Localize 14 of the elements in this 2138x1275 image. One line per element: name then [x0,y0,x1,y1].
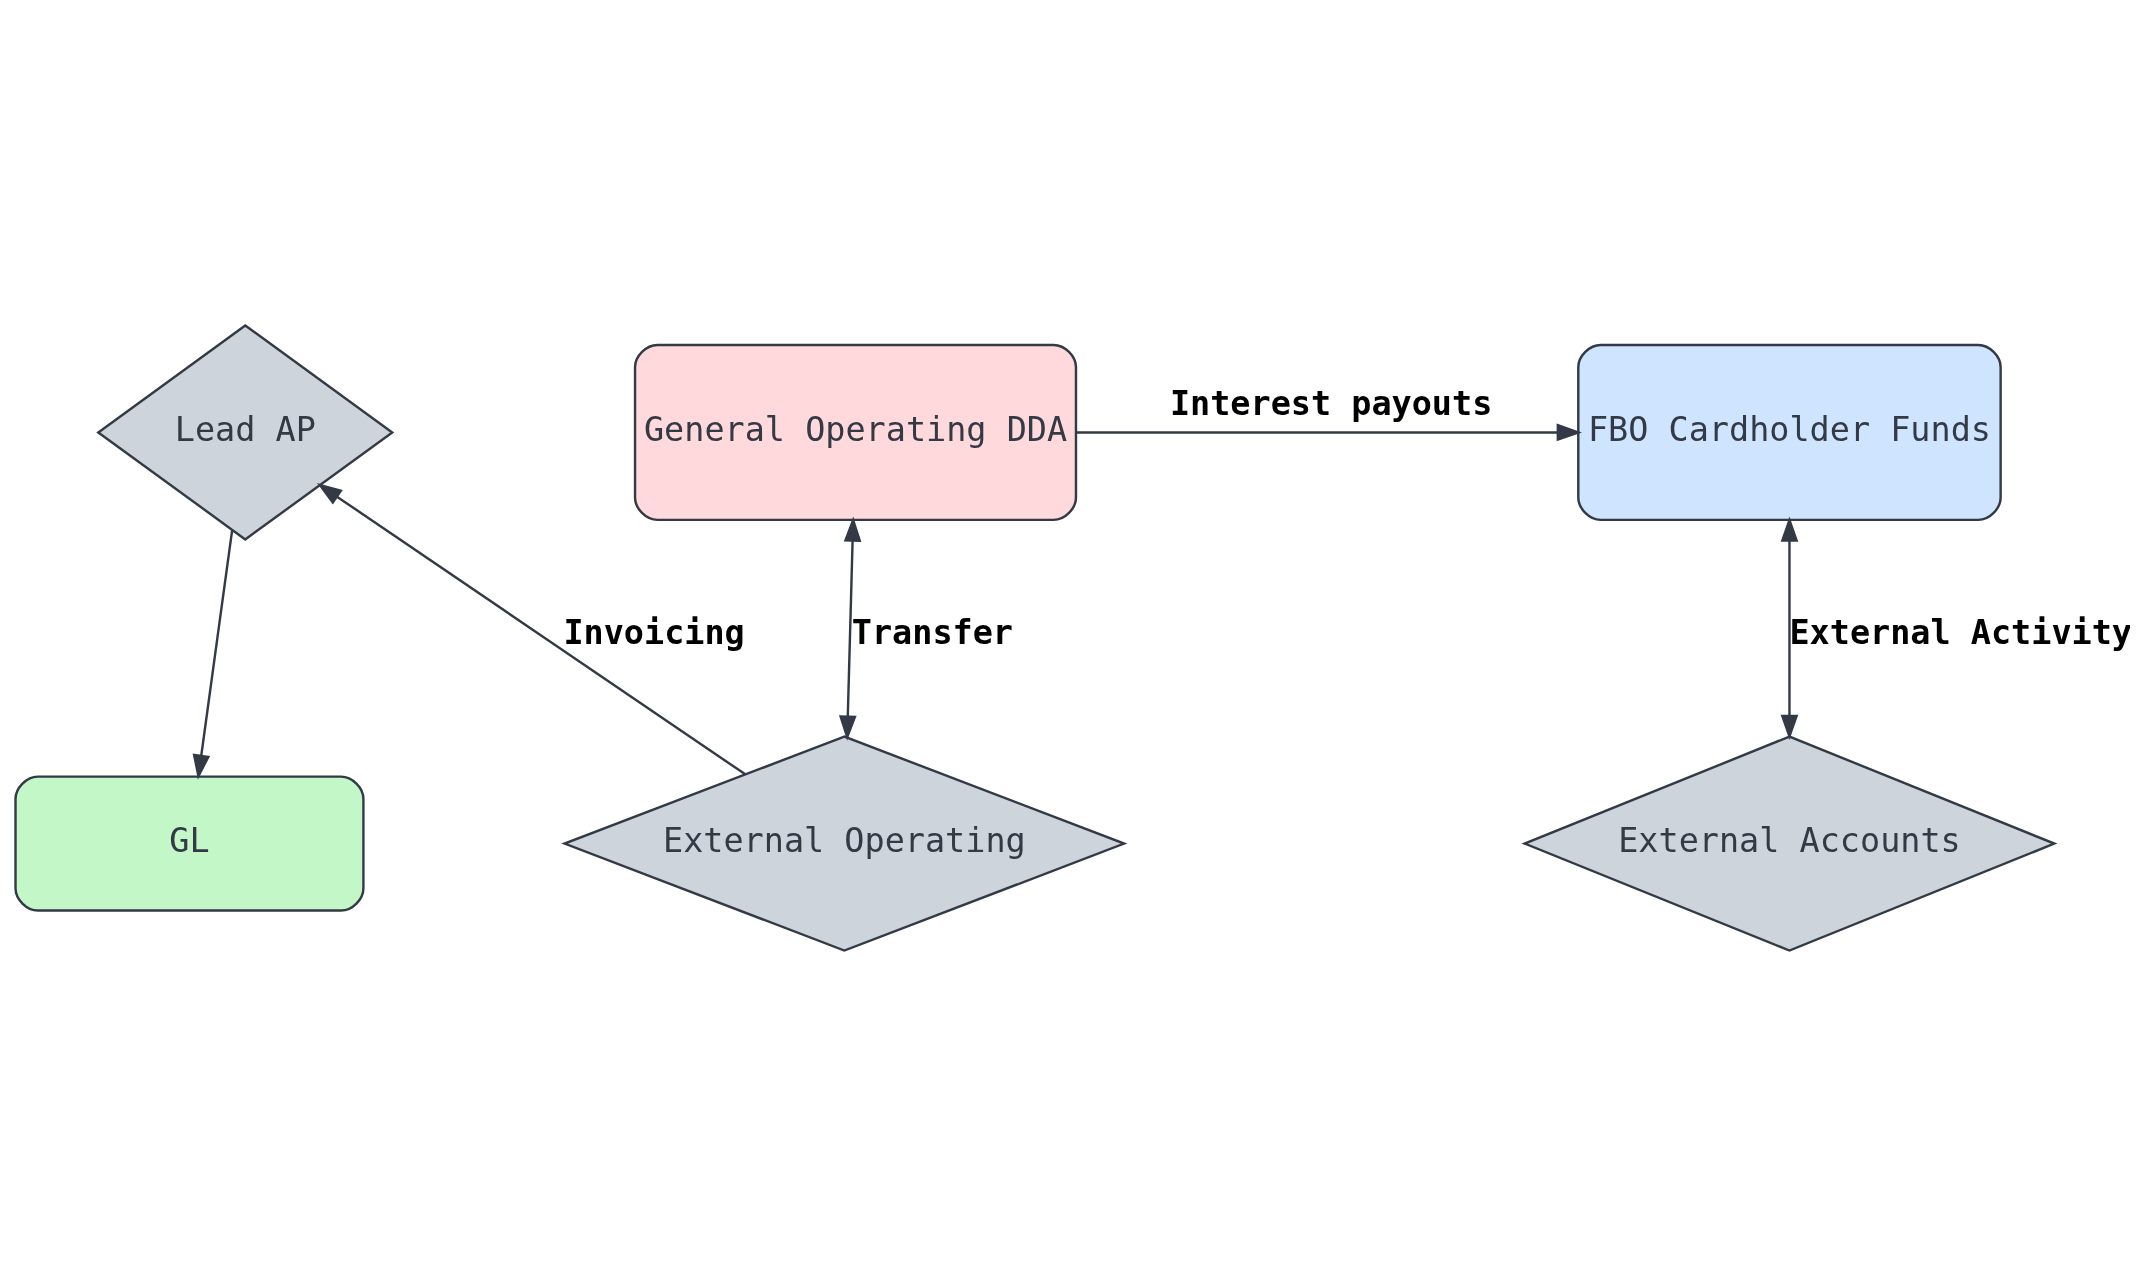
node-box: General Operating DDA [633,343,1078,521]
node-diamond: External Accounts [1521,734,2058,952]
node-box: GL [14,774,365,912]
edge-label: Transfer [851,612,1013,652]
node-diamond: Lead AP [96,323,395,541]
edge-label: Interest payouts [1169,383,1493,423]
arrow [192,529,234,780]
edge-label: Invoicing [563,612,745,652]
arrow [316,482,746,775]
arrow [1780,516,1799,740]
node-box: FBO Cardholder Funds [1577,343,2002,521]
arrow [838,516,862,741]
node-diamond: External Operating [561,734,1128,952]
arrow [1076,423,1582,441]
